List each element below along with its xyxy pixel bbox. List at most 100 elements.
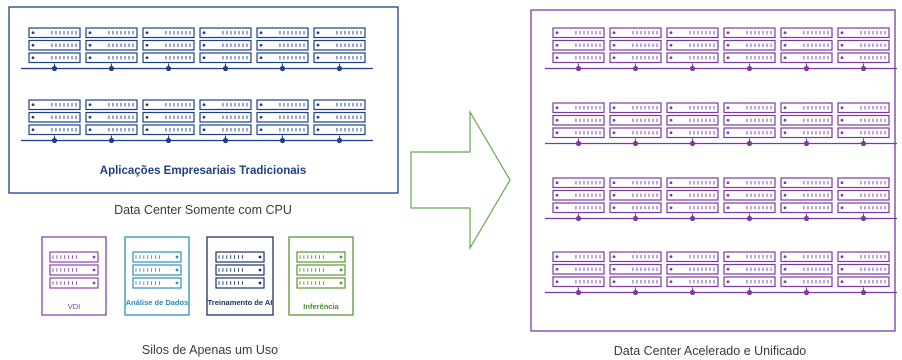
- network-node: [575, 140, 582, 147]
- network-node: [51, 65, 58, 72]
- accelerated-datacenter-frame: [530, 9, 896, 332]
- silo-server-unit: [132, 264, 182, 276]
- network-node: [860, 215, 867, 222]
- server-unit: [313, 111, 366, 123]
- server-unit: [723, 102, 776, 114]
- server-unit: [256, 124, 309, 136]
- network-node: [108, 137, 115, 144]
- server-unit: [666, 102, 719, 114]
- server-unit: [666, 52, 719, 64]
- server-unit: [552, 27, 605, 39]
- server-unit: [609, 27, 662, 39]
- network-node: [860, 140, 867, 147]
- network-node: [632, 289, 639, 296]
- network-node: [632, 65, 639, 72]
- transition-arrow: [410, 109, 511, 251]
- server-unit: [552, 127, 605, 139]
- accelerated-datacenter-caption: Data Center Acelerado e Unificado: [613, 344, 807, 358]
- server-unit: [313, 52, 366, 64]
- server-unit: [780, 251, 833, 263]
- silo-server-unit: [49, 251, 99, 263]
- silo-vdi-box: [41, 236, 107, 316]
- server-unit: [723, 202, 776, 214]
- server-unit: [837, 177, 890, 189]
- network-node: [689, 289, 696, 296]
- server-unit: [28, 39, 81, 51]
- server-unit: [199, 111, 252, 123]
- server-unit: [609, 52, 662, 64]
- server-unit: [609, 127, 662, 139]
- network-node: [746, 140, 753, 147]
- network-node: [746, 289, 753, 296]
- network-node: [860, 65, 867, 72]
- server-unit: [85, 111, 138, 123]
- silo-server-unit: [296, 251, 346, 263]
- silo-inference-box: [288, 236, 354, 316]
- server-unit: [780, 102, 833, 114]
- server-unit: [256, 39, 309, 51]
- network-node: [689, 215, 696, 222]
- accelerated-rack-block-3: [545, 177, 897, 222]
- server-unit: [142, 111, 195, 123]
- server-unit: [199, 124, 252, 136]
- server-unit: [85, 39, 138, 51]
- server-unit: [28, 124, 81, 136]
- accelerated-rack-block-2: [545, 102, 897, 147]
- network-node: [575, 65, 582, 72]
- server-unit: [256, 99, 309, 111]
- server-unit: [780, 276, 833, 288]
- network-node: [689, 140, 696, 147]
- network-node: [165, 137, 172, 144]
- cpu-only-datacenter-frame: [8, 6, 399, 194]
- server-unit: [199, 27, 252, 39]
- server-unit: [552, 102, 605, 114]
- server-unit: [723, 177, 776, 189]
- server-unit: [780, 202, 833, 214]
- network-node: [222, 65, 229, 72]
- server-unit: [837, 127, 890, 139]
- network-node: [108, 65, 115, 72]
- server-unit: [837, 114, 890, 126]
- server-unit: [780, 114, 833, 126]
- server-unit: [142, 99, 195, 111]
- server-unit: [723, 189, 776, 201]
- server-unit: [609, 177, 662, 189]
- server-unit: [313, 39, 366, 51]
- server-unit: [142, 52, 195, 64]
- server-unit: [666, 189, 719, 201]
- silos-caption: Silos de Apenas um Uso: [141, 343, 279, 357]
- server-unit: [837, 102, 890, 114]
- server-unit: [837, 27, 890, 39]
- silo-server-unit: [215, 277, 265, 289]
- network-node: [165, 65, 172, 72]
- server-unit: [837, 251, 890, 263]
- network-node: [575, 215, 582, 222]
- server-unit: [609, 251, 662, 263]
- server-unit: [780, 189, 833, 201]
- cpu-server-racks: [21, 27, 373, 144]
- silo-training-box: [206, 236, 274, 316]
- network-node: [803, 140, 810, 147]
- network-node: [803, 289, 810, 296]
- server-unit: [313, 27, 366, 39]
- server-unit: [666, 27, 719, 39]
- accelerated-server-racks: [545, 27, 897, 296]
- silo-server-unit: [215, 264, 265, 276]
- server-unit: [609, 263, 662, 275]
- server-unit: [256, 111, 309, 123]
- server-unit: [609, 189, 662, 201]
- network-node: [336, 137, 343, 144]
- network-node: [746, 65, 753, 72]
- server-unit: [199, 99, 252, 111]
- server-unit: [666, 251, 719, 263]
- network-node: [279, 65, 286, 72]
- network-node: [222, 137, 229, 144]
- server-unit: [28, 111, 81, 123]
- server-unit: [85, 99, 138, 111]
- server-unit: [837, 276, 890, 288]
- server-unit: [28, 52, 81, 64]
- server-unit: [666, 263, 719, 275]
- server-unit: [780, 263, 833, 275]
- server-unit: [609, 102, 662, 114]
